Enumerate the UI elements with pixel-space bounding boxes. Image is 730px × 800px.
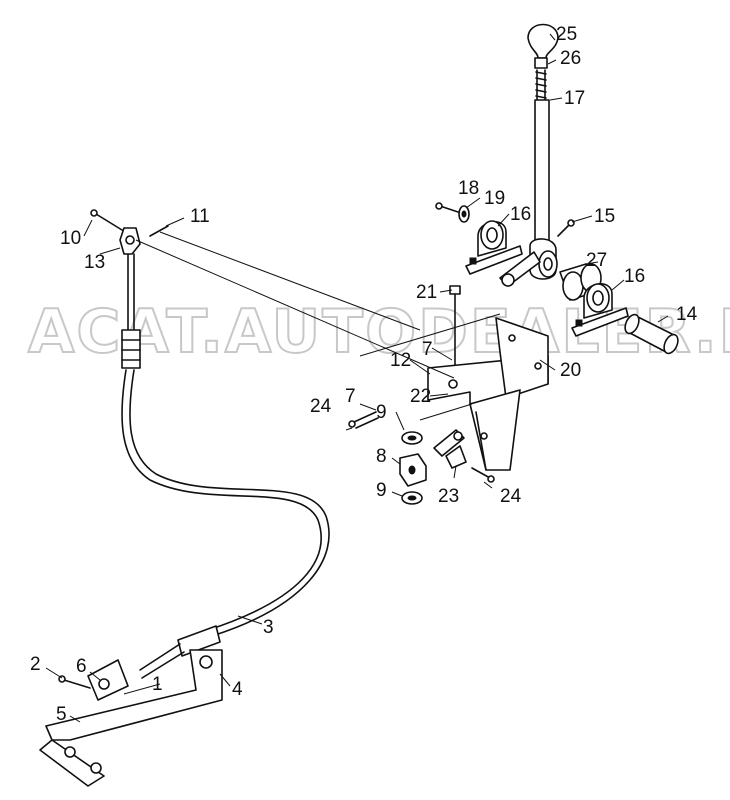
callout-27: 27 <box>586 250 607 271</box>
callout-19: 19 <box>484 188 505 209</box>
callout-24-left: 24 <box>310 396 332 417</box>
assembly-lines <box>135 231 501 421</box>
callout-labels: 1 2 3 4 5 6 7 7 8 9 9 10 11 12 13 14 15 … <box>30 24 698 725</box>
callout-2: 2 <box>30 654 41 675</box>
callout-8: 8 <box>376 446 387 467</box>
callout-21: 21 <box>416 282 437 303</box>
cable-lower-end <box>58 625 221 733</box>
callout-18: 18 <box>458 178 479 199</box>
callout-10: 10 <box>60 228 81 249</box>
support-upper <box>465 220 523 275</box>
callout-7-lower: 7 <box>345 386 356 407</box>
callout-25: 25 <box>556 24 577 45</box>
callout-9-lower: 9 <box>376 480 387 501</box>
bolt-washer-18-19 <box>435 202 470 223</box>
lever-plate <box>39 649 223 787</box>
callout-5: 5 <box>56 704 67 725</box>
callout-22: 22 <box>410 386 431 407</box>
callout-26: 26 <box>560 48 581 69</box>
leader-lines <box>45 33 669 723</box>
callout-11: 11 <box>190 206 210 227</box>
screw-15 <box>557 219 575 237</box>
callout-12: 12 <box>390 350 411 371</box>
bracket <box>427 317 549 471</box>
support-lower <box>571 283 629 337</box>
shift-lever <box>499 23 559 287</box>
callout-13: 13 <box>84 252 105 273</box>
cable <box>121 369 330 637</box>
pin <box>624 313 679 355</box>
callout-3: 3 <box>263 617 274 638</box>
callout-1: 1 <box>152 674 163 695</box>
callout-20: 20 <box>560 360 581 381</box>
callout-24-right: 24 <box>500 486 522 507</box>
callout-23: 23 <box>438 486 459 507</box>
bolts-24 <box>348 411 495 483</box>
block-washers <box>399 431 427 505</box>
watermark-text: ACAT.AUTODEALER.RU <box>28 297 730 367</box>
callout-14: 14 <box>676 304 698 325</box>
callout-6: 6 <box>76 656 87 677</box>
callout-4: 4 <box>232 679 243 700</box>
callout-17: 17 <box>564 88 585 109</box>
callout-15: 15 <box>594 206 615 227</box>
clevis-23 <box>433 429 467 469</box>
cable-upper-end <box>90 209 169 369</box>
callout-16-lower: 16 <box>624 266 645 287</box>
callout-7-upper: 7 <box>422 339 433 360</box>
callout-16-upper: 16 <box>510 204 531 225</box>
callout-9-upper: 9 <box>376 402 387 423</box>
